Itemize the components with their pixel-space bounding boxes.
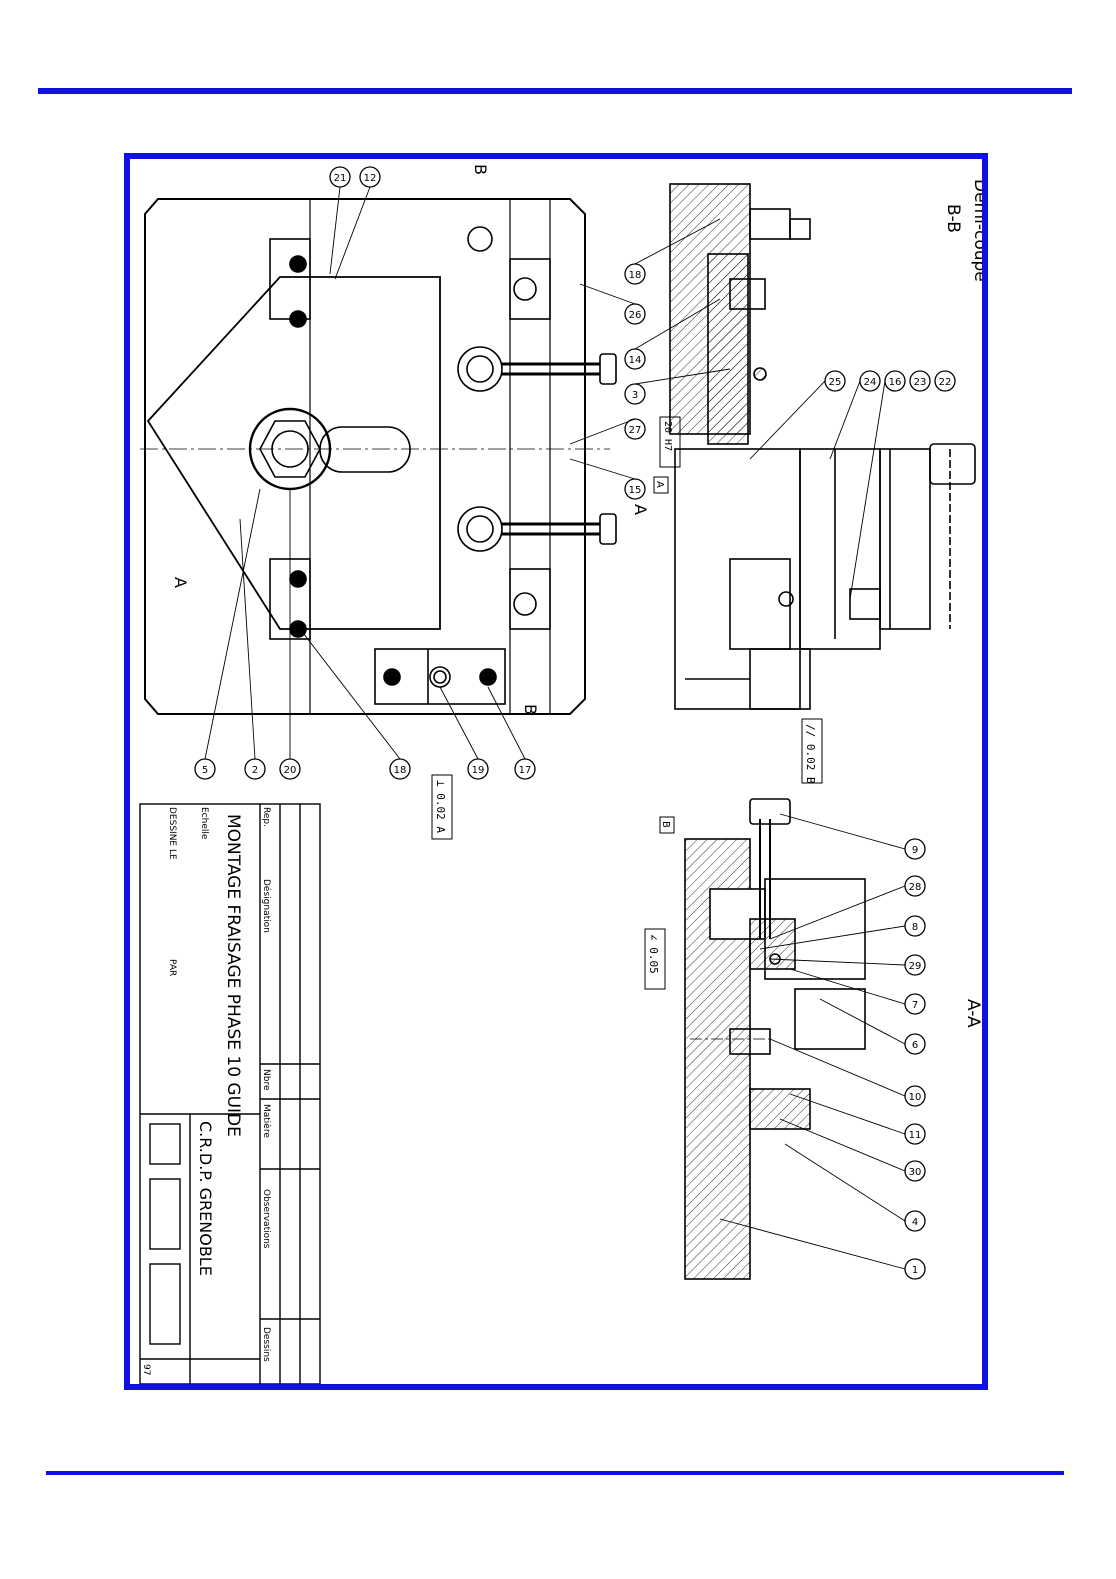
balloon-21-label: 21 [334,173,347,184]
balloon-25-label: 25 [829,377,842,388]
balloons [194,166,956,1280]
balloon-15-label: 15 [629,485,642,496]
section-aa-title: A-A [963,999,982,1028]
tb-org: C.R.D.P. GRENOBLE [196,1121,215,1276]
section-bb-title-line1: Demi-coupe [970,179,982,282]
balloon-1-label: 1 [912,1265,918,1276]
tb-sheet: 97 [141,1364,151,1375]
balloon-23-label: 23 [914,377,927,388]
balloon-22 [934,370,956,392]
tb-observations: Observations [261,1189,271,1249]
balloon-16-label: 16 [889,377,902,388]
balloon-20-label: 20 [284,765,297,776]
balloon-14-label: 14 [629,355,642,366]
tb-title: MONTAGE FRAISAGE PHASE 10 GUIDE [223,814,243,1137]
tb-designation: Désignation [261,879,272,933]
tb-par: PAR [167,959,177,976]
fit-label: 20 H7 [662,421,673,451]
top-rule [38,88,1072,94]
balloon-17-label: 17 [519,765,532,776]
balloon-26-label: 26 [629,310,642,321]
balloon-18-label: 18 [394,765,407,776]
balloon-28-label: 28 [909,882,922,893]
datum-a-label: A [654,481,665,488]
datum-b-box: B [659,816,675,834]
half-section-bb [669,183,976,710]
tol-angle-label: ∠ 0.05 [647,934,660,974]
leader-lines [204,186,906,1270]
balloon-10-label: 10 [909,1092,922,1103]
balloon-19-label: 19 [472,765,485,776]
balloon-5-label: 5 [202,765,208,776]
view-mark-a-left: A [171,577,190,588]
tb-dessine-le: DESSINE LE [167,807,177,860]
section-bb-title-line2: B-B [943,204,963,233]
balloon-12-label: 12 [364,173,377,184]
fit-callout: 20 H7 A [653,416,681,494]
balloon-11-label: 11 [909,1130,922,1141]
title-block [139,803,321,1384]
balloon-23 [909,370,931,392]
view-mark-b-top: B [471,164,490,175]
balloon-4-label: 4 [912,1217,918,1228]
balloon-2-label: 2 [252,765,258,776]
tb-dessins: Dessins [261,1327,271,1362]
balloon-8-label: 8 [912,922,918,933]
balloon-22-label: 22 [939,377,952,388]
drawing-frame: Demi-coupe B-B A-A B B A A 20 H7 A // 0.… [124,153,988,1390]
plan-view [140,198,617,715]
balloon-29-label: 29 [909,961,922,972]
tol-angle-box: ∠ 0.05 [644,928,666,990]
balloon-18-top-label: 18 [629,270,642,281]
view-mark-a-right: A [631,504,650,515]
balloon-9-label: 9 [912,845,918,856]
tb-nbre: Nbre [261,1069,271,1091]
balloon-7-label: 7 [912,1000,918,1011]
bottom-rule [46,1471,1064,1475]
balloon-6-label: 6 [912,1040,918,1051]
balloon-3-label: 3 [632,390,638,401]
balloon-24-label: 24 [864,377,877,388]
tb-rep: Rep. [261,807,271,827]
technical-drawing: Demi-coupe B-B A-A B B A A 20 H7 A // 0.… [139,164,982,1384]
tol-perp-label: ⊥ 0.02 A [434,780,447,833]
datum-b-label: B [660,821,671,828]
tol-parallel-box: // 0.02 B [801,718,823,784]
balloon-27-label: 27 [629,425,642,436]
view-mark-b-bottom: B [521,704,540,715]
tb-echelle: Echelle [199,807,209,840]
balloon-30-label: 30 [909,1167,922,1178]
tol-parallel-label: // 0.02 B [804,724,817,784]
tol-perp-box: ⊥ 0.02 A [431,774,453,840]
section-aa [684,798,866,1280]
tb-matiere: Matière [261,1104,272,1138]
